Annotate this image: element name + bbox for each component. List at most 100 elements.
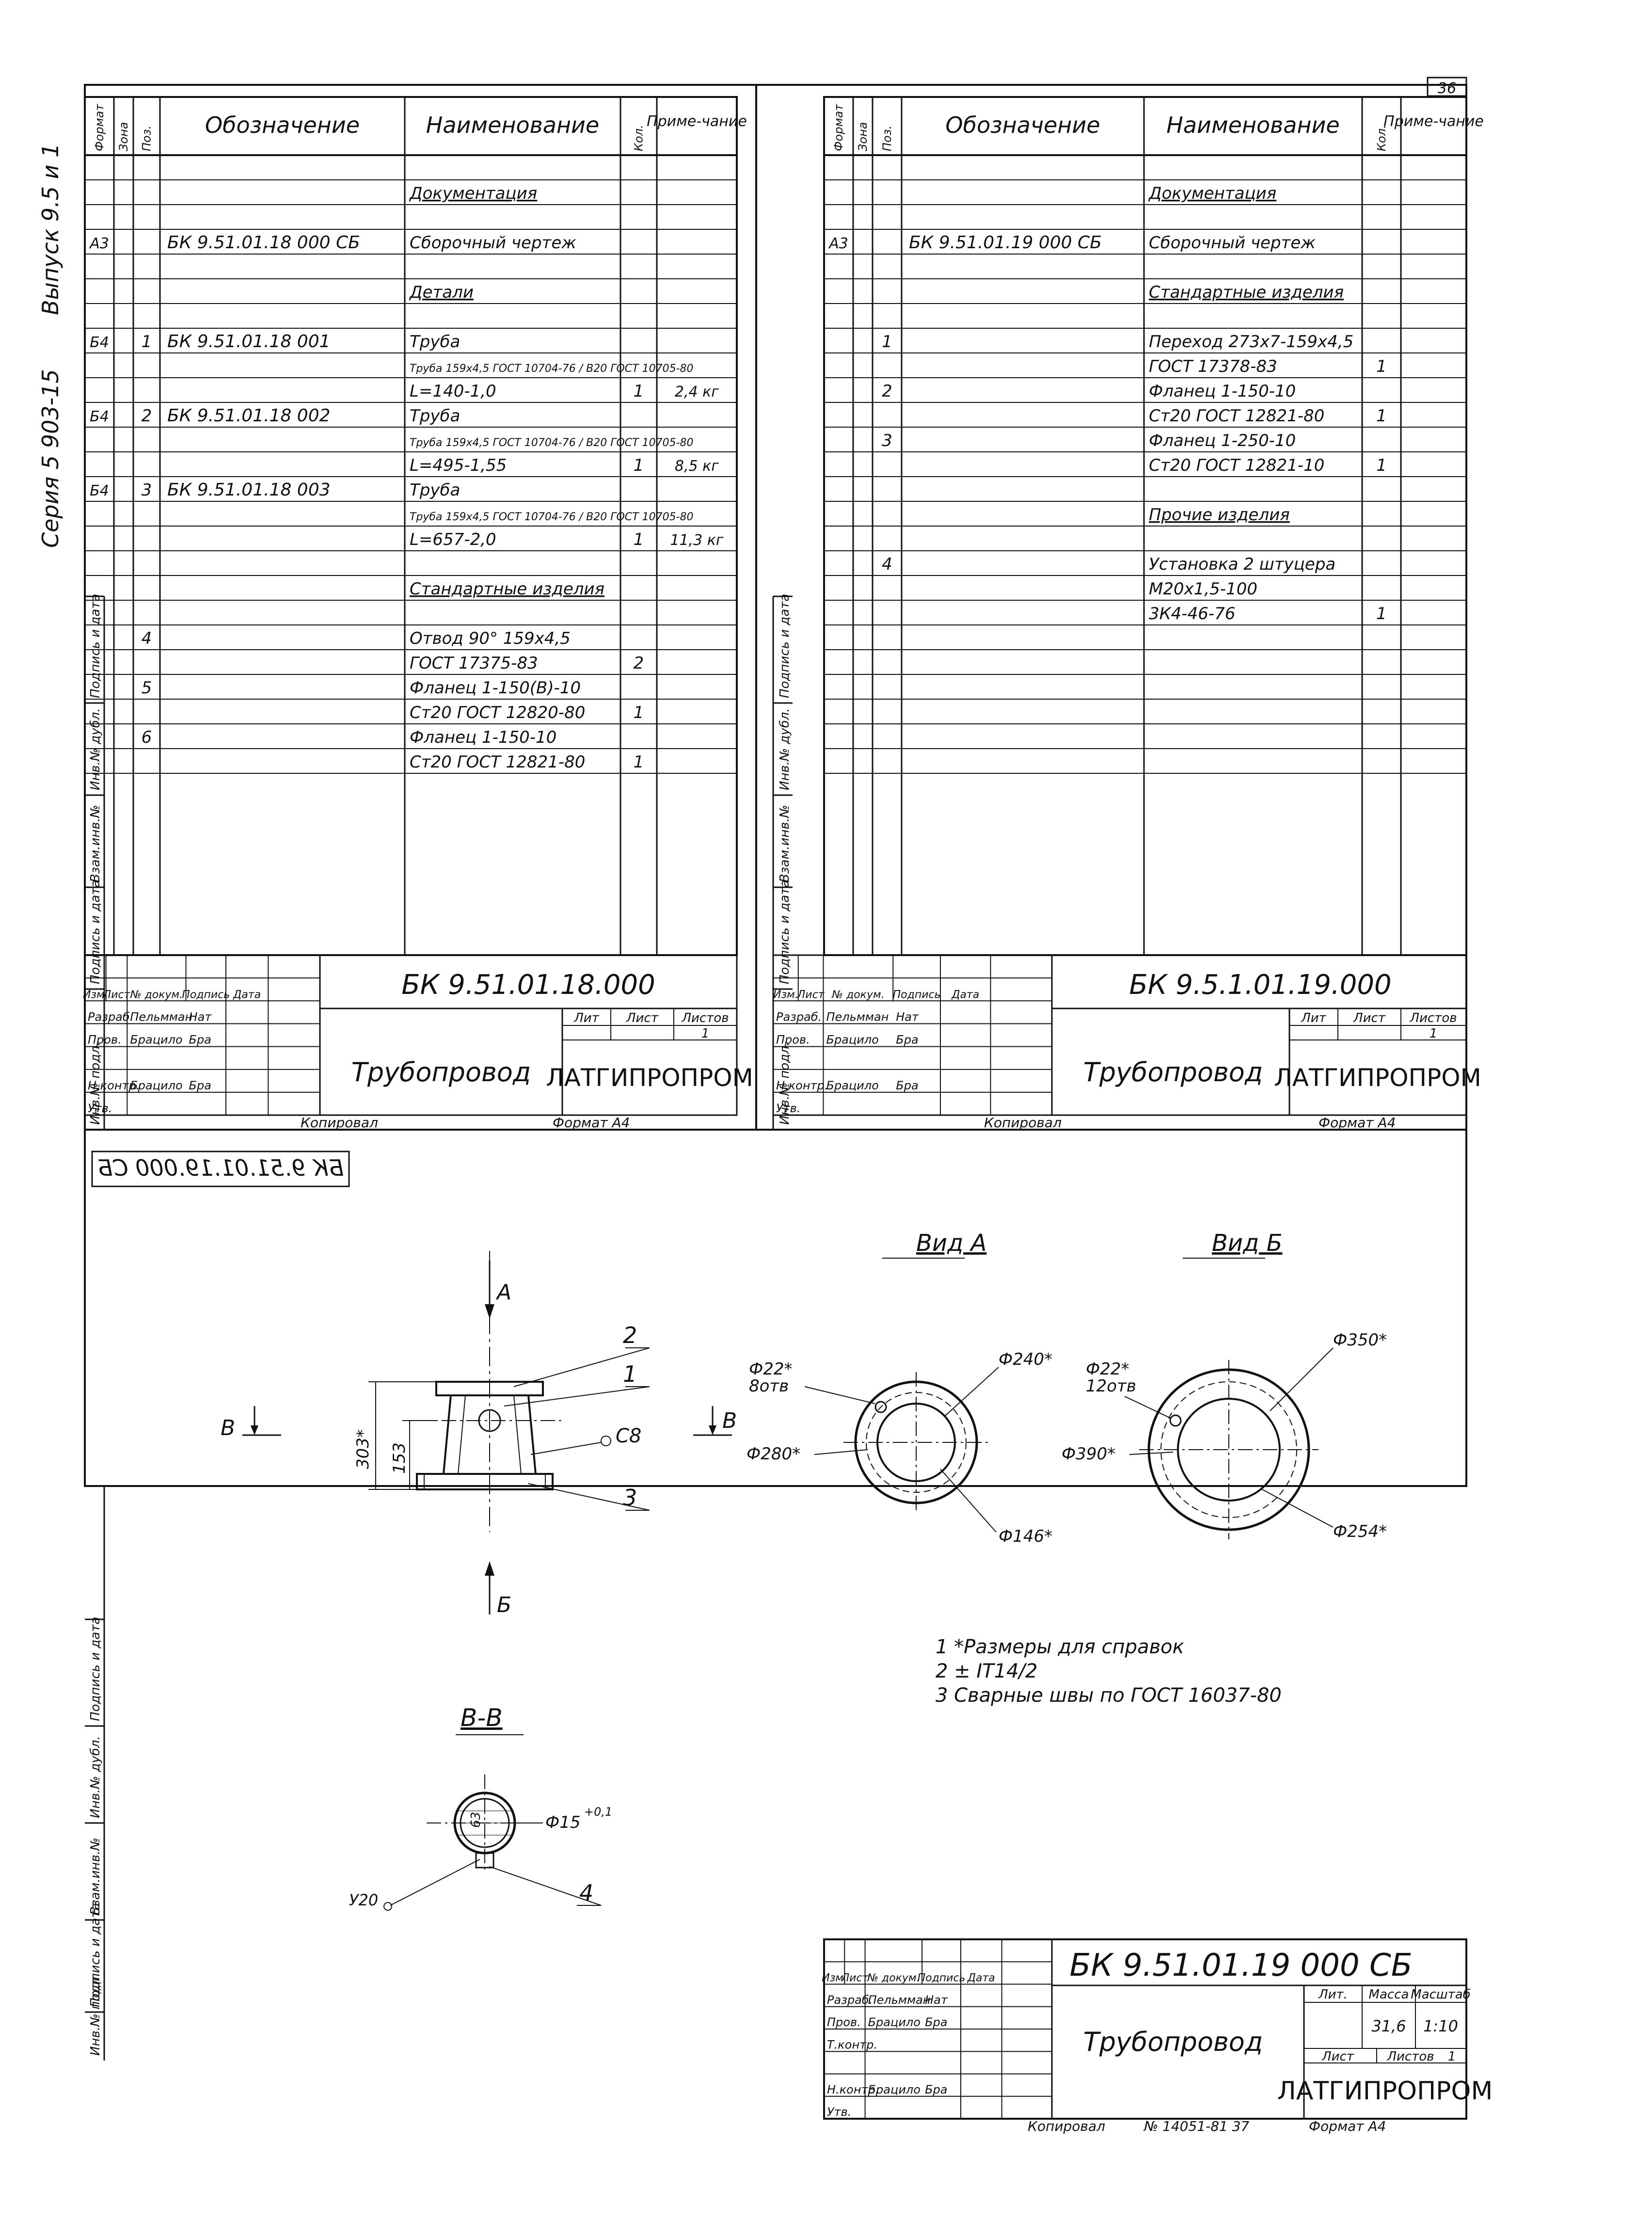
note-2: 2 ± IT14/2	[936, 1660, 1037, 1682]
format-label: Формат А4	[1309, 2118, 1386, 2134]
header-format: Формат	[93, 104, 106, 151]
spec-cell-qty: 1	[634, 530, 644, 549]
header-pos: Поз.	[880, 126, 894, 151]
format-label: Формат А4	[1318, 1115, 1396, 1131]
spec-cell-qty: 1	[1376, 604, 1387, 623]
header-pos: Поз.	[140, 126, 154, 151]
header-name: Наименование	[426, 112, 599, 138]
dim-vb-hole: Ф22*	[1086, 1359, 1129, 1379]
dim-vb-holes: 12отв	[1086, 1376, 1136, 1396]
spec-cell-designation: БК 9.51.01.19 000 СБ	[909, 233, 1102, 253]
spec-cell-name: Ст20 ГОСТ 12821-80	[410, 752, 585, 772]
spec-cell-name: Фланец 1-250-10	[1149, 431, 1296, 450]
spec-cell-format: А3	[89, 235, 109, 252]
bottom-code: № 14051-81 37	[1143, 2118, 1250, 2134]
arrow-label-v-right: В	[722, 1408, 737, 1433]
title-block-code: БК 9.51.01.18.000	[401, 969, 655, 1001]
view-b-label: Вид Б	[1212, 1230, 1283, 1257]
spec-cell-name: Ст20 ГОСТ 12820-80	[410, 703, 585, 722]
stamp-label: Подпись и дата	[778, 880, 792, 984]
stamp-label: Инв.№ дубл.	[88, 708, 103, 790]
header-designation: Обозначение	[945, 112, 1100, 138]
tb-head: № докум.	[867, 1972, 920, 1984]
copied-label: Копировал	[1028, 2118, 1105, 2134]
note-3: 3 Сварные швы по ГОСТ 16037-80	[936, 1684, 1282, 1707]
tb-person: Брацило	[826, 1079, 879, 1092]
title-block-code: БК 9.5.1.01.19.000	[1129, 969, 1391, 1001]
stamp-label: Инв.№ подл.	[778, 1042, 792, 1125]
title-block-lit: Лит	[573, 1011, 599, 1025]
tb-signature: Бра	[925, 2083, 947, 2096]
tb-role: Утв.	[827, 2105, 851, 2119]
spec-cell-qty: 1	[1376, 456, 1387, 475]
dim-303: 303*	[353, 1429, 373, 1469]
title-block-mass-value: 31,6	[1371, 2017, 1406, 2035]
copied-label: Копировал	[301, 1115, 378, 1131]
spec-cell-name: L=495-1,55	[410, 456, 507, 475]
spec-cell-name: ГОСТ 17375-83	[410, 654, 538, 673]
title-block-title: Трубопровод	[1083, 1057, 1263, 1087]
tb-person: Брацило	[130, 1079, 182, 1092]
callout-3: 3	[623, 1485, 637, 1511]
spec-cell-pos: 2	[142, 406, 152, 426]
spec-cell-pos: 2	[882, 382, 892, 401]
dim-vv-15: Ф15	[545, 1813, 581, 1832]
spec-cell-format: Б4	[90, 408, 109, 425]
tb-signature: Нат	[925, 1993, 948, 2007]
section-label: В-В	[461, 1704, 503, 1732]
title-block-list: Лист	[1353, 1011, 1386, 1025]
title-block-list: Лист	[1321, 2049, 1354, 2064]
spec-cell-name: Стандартные изделия	[1149, 283, 1344, 302]
stamp-label: Взам.инв.№	[88, 805, 103, 882]
tb-head: Дата	[951, 989, 979, 1001]
view-a-label: Вид А	[916, 1230, 986, 1257]
spec-cell-name: Сборочный чертеж	[410, 233, 576, 253]
stamp-label: Подпись и дата	[88, 880, 103, 984]
header-note: Приме-чание	[647, 113, 747, 130]
title-block-title: Трубопровод	[1083, 2027, 1263, 2057]
tb-role: Утв.	[88, 1102, 112, 1115]
tb-person: Брацило	[868, 2083, 921, 2096]
tb-head: Изм.	[83, 989, 108, 1001]
tb-role: Пров.	[776, 1033, 810, 1047]
spec-cell-qty: 1	[634, 703, 644, 722]
dim-vb-350: Ф350*	[1333, 1330, 1387, 1350]
tb-head: Подпись	[918, 1972, 966, 1984]
title-block-code: БК 9.51.01.19 000 СБ	[1069, 1948, 1412, 1983]
spec-cell-name: Прочие изделия	[1149, 505, 1290, 525]
spec-cell-pos: 4	[142, 629, 152, 648]
title-block-org: ЛАТГИПРОПРОМ	[1277, 2077, 1493, 2106]
spec-cell-name: Ст20 ГОСТ 12821-10	[1149, 456, 1324, 475]
tb-role: Н.контр.	[88, 1079, 140, 1092]
spec-cell-name: Переход 273х7-159х4,5	[1149, 332, 1353, 352]
spec-cell-pos: 3	[882, 431, 892, 450]
tb-head: Лист	[797, 989, 825, 1001]
spec-cell-name: 3К4-46-76	[1149, 604, 1235, 623]
stamp-label: Взам.инв.№	[778, 805, 792, 882]
callout-4: 4	[579, 1880, 593, 1906]
tb-person: Брацило	[868, 2015, 921, 2029]
spec-cell-name: L=140-1,0	[410, 382, 496, 401]
technical-notes: 1 *Размеры для справок 2 ± IT14/2 3 Свар…	[936, 1636, 1282, 1707]
spec-cell-name: Стандартные изделия	[410, 579, 604, 599]
spec-cell-qty: 1	[634, 752, 644, 772]
spec-cell-designation: БК 9.51.01.18 002	[167, 406, 331, 426]
tb-person: Пельмман	[868, 1993, 931, 2007]
spec-cell-name: М20х1,5-100	[1149, 579, 1257, 599]
spec-cell-name: Сборочный чертеж	[1149, 233, 1316, 253]
tb-person: Брацило	[130, 1033, 182, 1047]
header-designation: Обозначение	[205, 112, 360, 138]
dim-153: 153	[390, 1442, 409, 1474]
spec-cell-note: 2,4 кг	[675, 384, 719, 400]
header-qty: Кол.	[632, 125, 646, 151]
spec-cell-pos: 3	[142, 480, 152, 500]
tb-person: Брацило	[826, 1033, 879, 1047]
tb-signature: Бра	[189, 1079, 211, 1092]
tb-role: Утв.	[776, 1102, 800, 1115]
arrow-label-v-left: В	[221, 1416, 235, 1440]
tb-head: Изм.	[773, 989, 798, 1001]
